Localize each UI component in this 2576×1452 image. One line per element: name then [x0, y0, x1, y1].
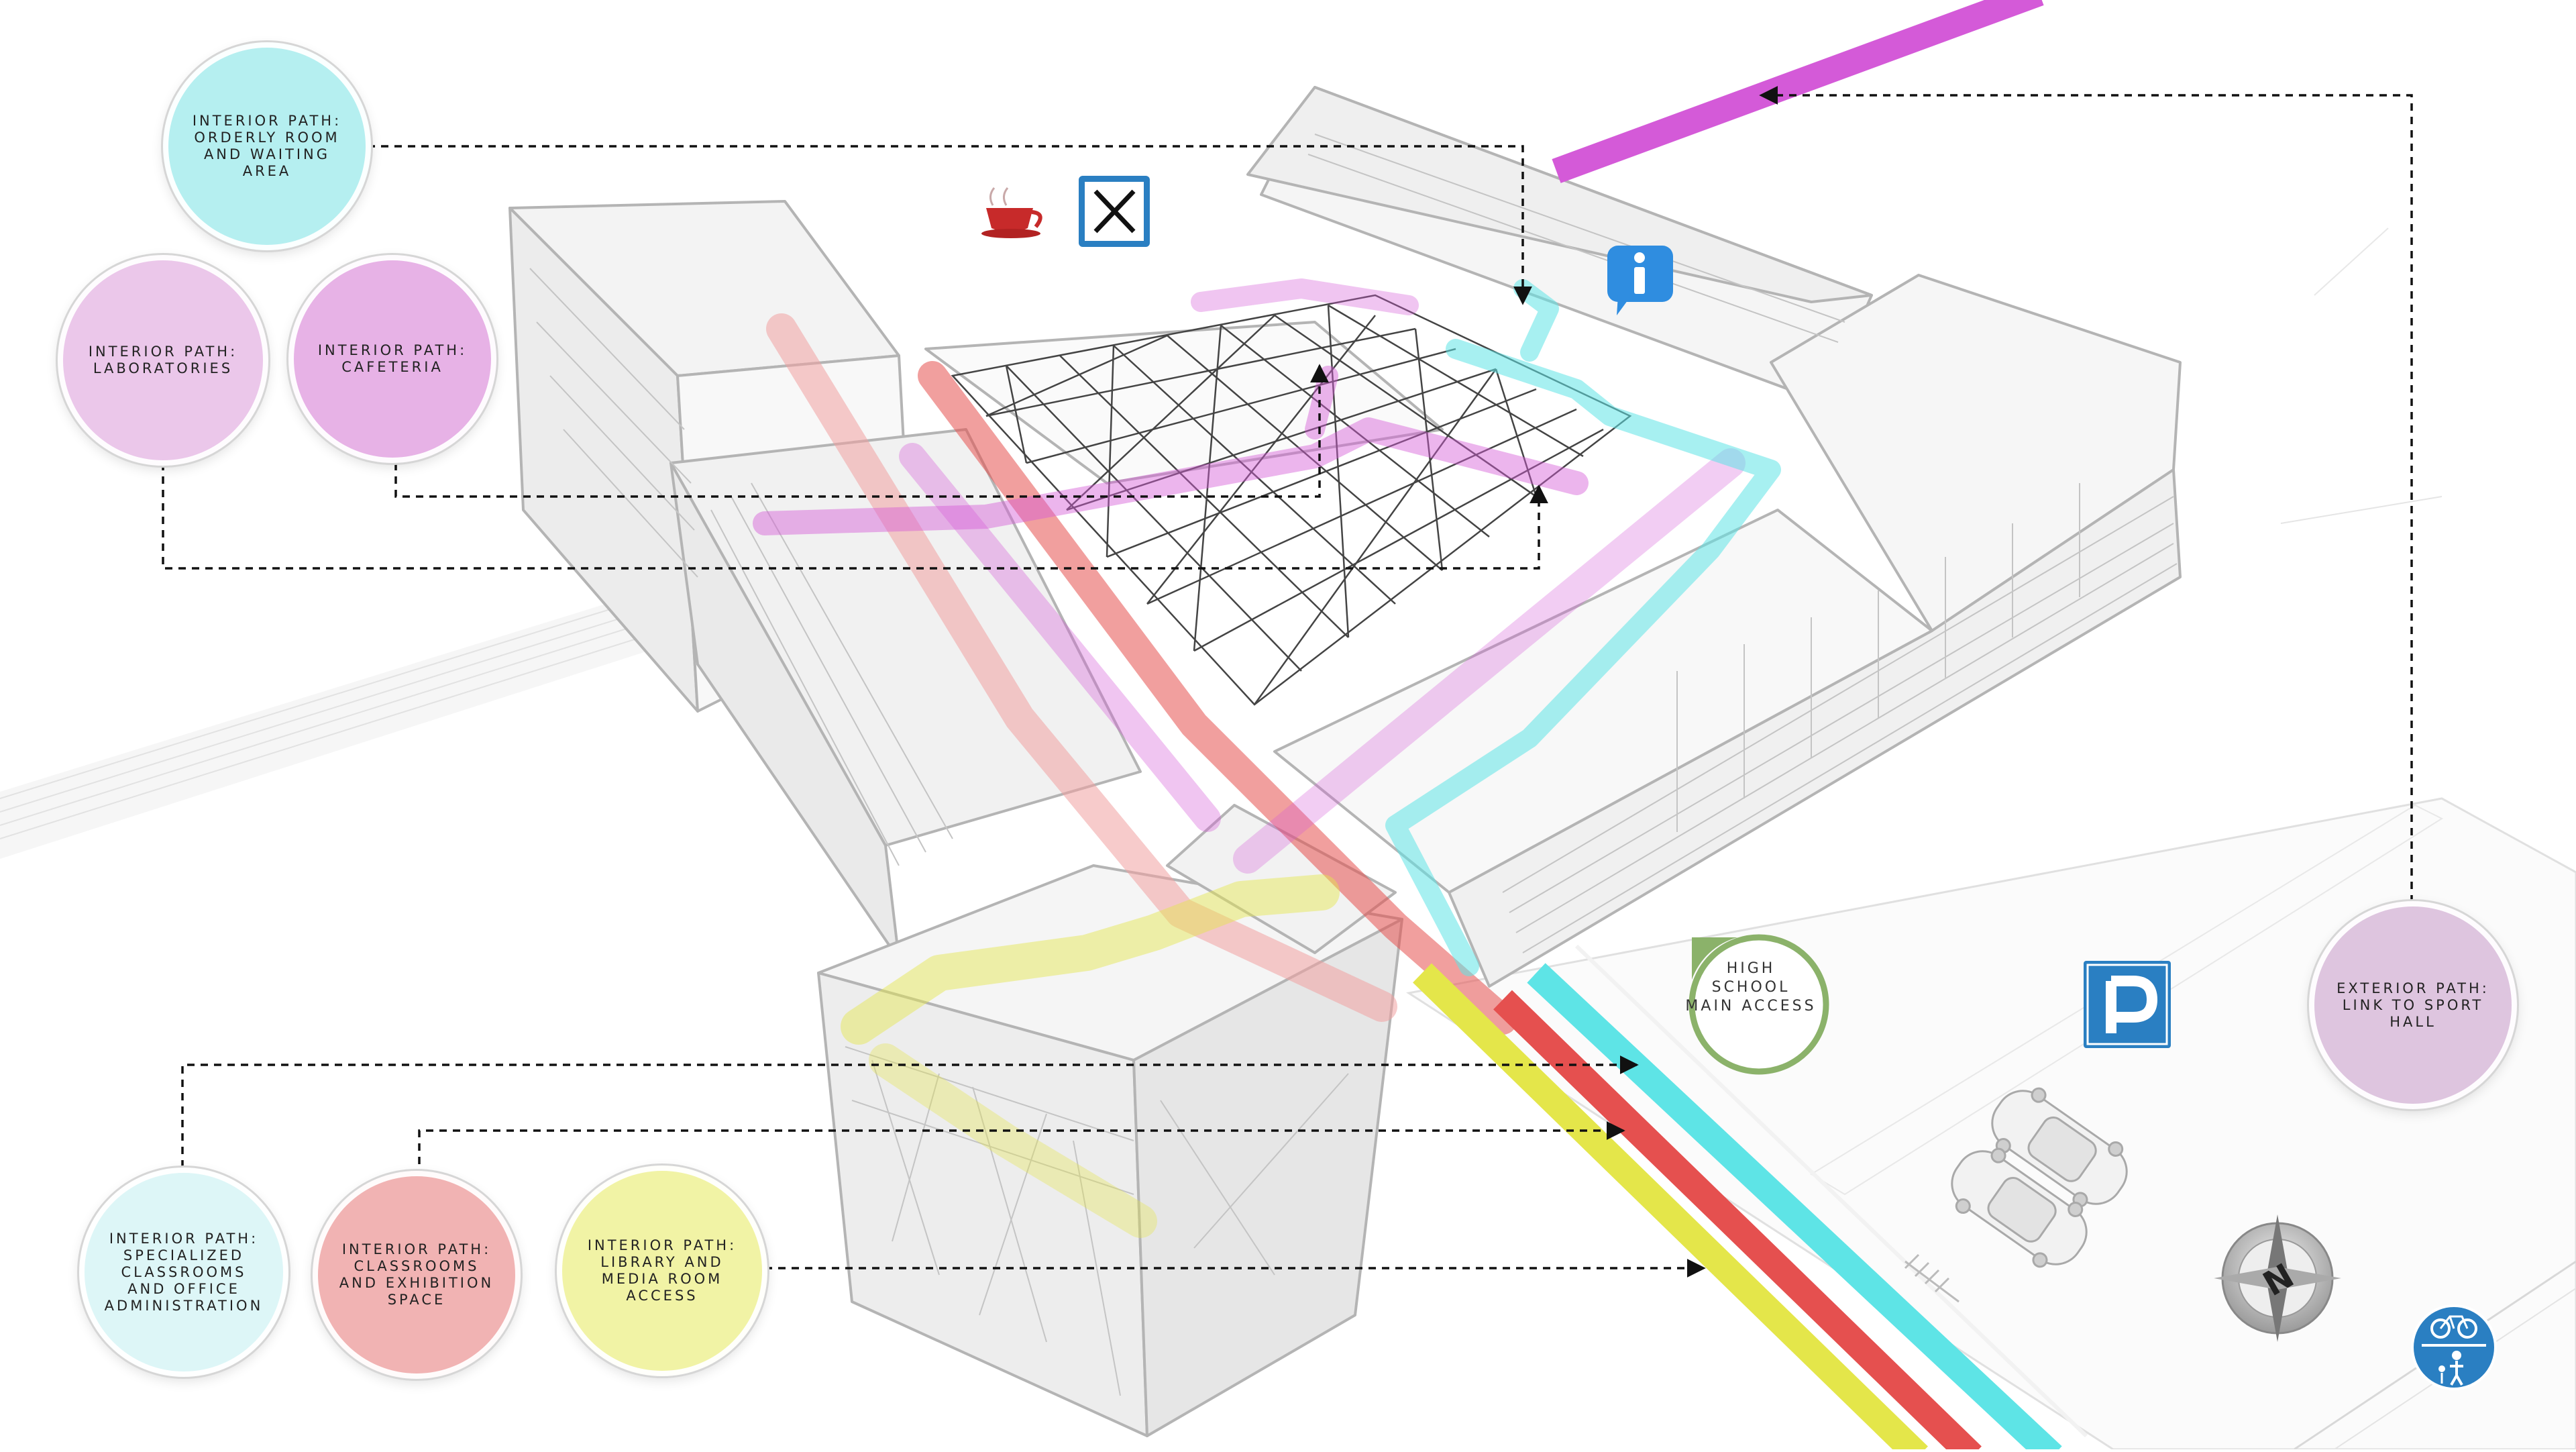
- leader-laboratories: [162, 463, 1548, 570]
- leader-orderly-room: [368, 145, 1532, 305]
- bicycle-pedestrian-sign-icon: [2411, 1304, 2497, 1390]
- label-classrooms-text: INTERIOR PATH: CLASSROOMS AND EXHIBITION…: [339, 1241, 494, 1308]
- bike-rack: [1904, 1253, 1960, 1303]
- information-icon: [1607, 246, 1673, 315]
- leader-exterior-sport-hall: [1759, 86, 2413, 902]
- label-orderly-room: INTERIOR PATH: ORDERLY ROOM AND WAITING …: [163, 42, 371, 250]
- main-access-label: HIGH SCHOOL MAIN ACCESS: [1685, 960, 1817, 1015]
- leader-classrooms: [418, 1121, 1625, 1178]
- leader-specialized-classrooms: [181, 1055, 1639, 1168]
- building-detail-lines: [529, 134, 2178, 1396]
- restaurant-sign-icon: [1079, 176, 1150, 247]
- exterior-paths: [1413, 0, 2088, 1452]
- coffee-cup-icon: [981, 187, 1042, 238]
- label-specialized-classrooms: INTERIOR PATH: SPECIALIZED CLASSROOMS AN…: [79, 1168, 288, 1377]
- label-laboratories: INTERIOR PATH: LABORATORIES: [58, 255, 268, 466]
- label-exterior-sport-hall: EXTERIOR PATH: LINK TO SPORT HALL: [2309, 901, 2517, 1109]
- parked-cars: [1951, 1087, 2128, 1268]
- label-classrooms: INTERIOR PATH: CLASSROOMS AND EXHIBITION…: [313, 1171, 521, 1379]
- compass-icon: N: [2214, 1214, 2341, 1342]
- label-cafeteria-text: INTERIOR PATH: CAFETERIA: [317, 342, 468, 375]
- label-specialized-classrooms-text: INTERIOR PATH: SPECIALIZED CLASSROOMS AN…: [104, 1230, 264, 1314]
- main-access-marker: [1688, 934, 1829, 1075]
- label-cafeteria: INTERIOR PATH: CAFETERIA: [288, 255, 496, 463]
- label-laboratories-text: INTERIOR PATH: LABORATORIES: [88, 344, 238, 376]
- label-exterior-sport-hall-text: EXTERIOR PATH: LINK TO SPORT HALL: [2337, 980, 2489, 1030]
- label-library-text: INTERIOR PATH: LIBRARY AND MEDIA ROOM AC…: [587, 1237, 737, 1304]
- label-library: INTERIOR PATH: LIBRARY AND MEDIA ROOM AC…: [557, 1165, 767, 1376]
- parking-sign-icon: [2084, 961, 2171, 1048]
- leader-cafeteria: [394, 364, 1329, 498]
- leader-lines: [162, 86, 2413, 1278]
- interior-paths: [753, 278, 1781, 1238]
- building-model: [508, 86, 2182, 1437]
- label-orderly-room-text: INTERIOR PATH: ORDERLY ROOM AND WAITING …: [192, 113, 342, 179]
